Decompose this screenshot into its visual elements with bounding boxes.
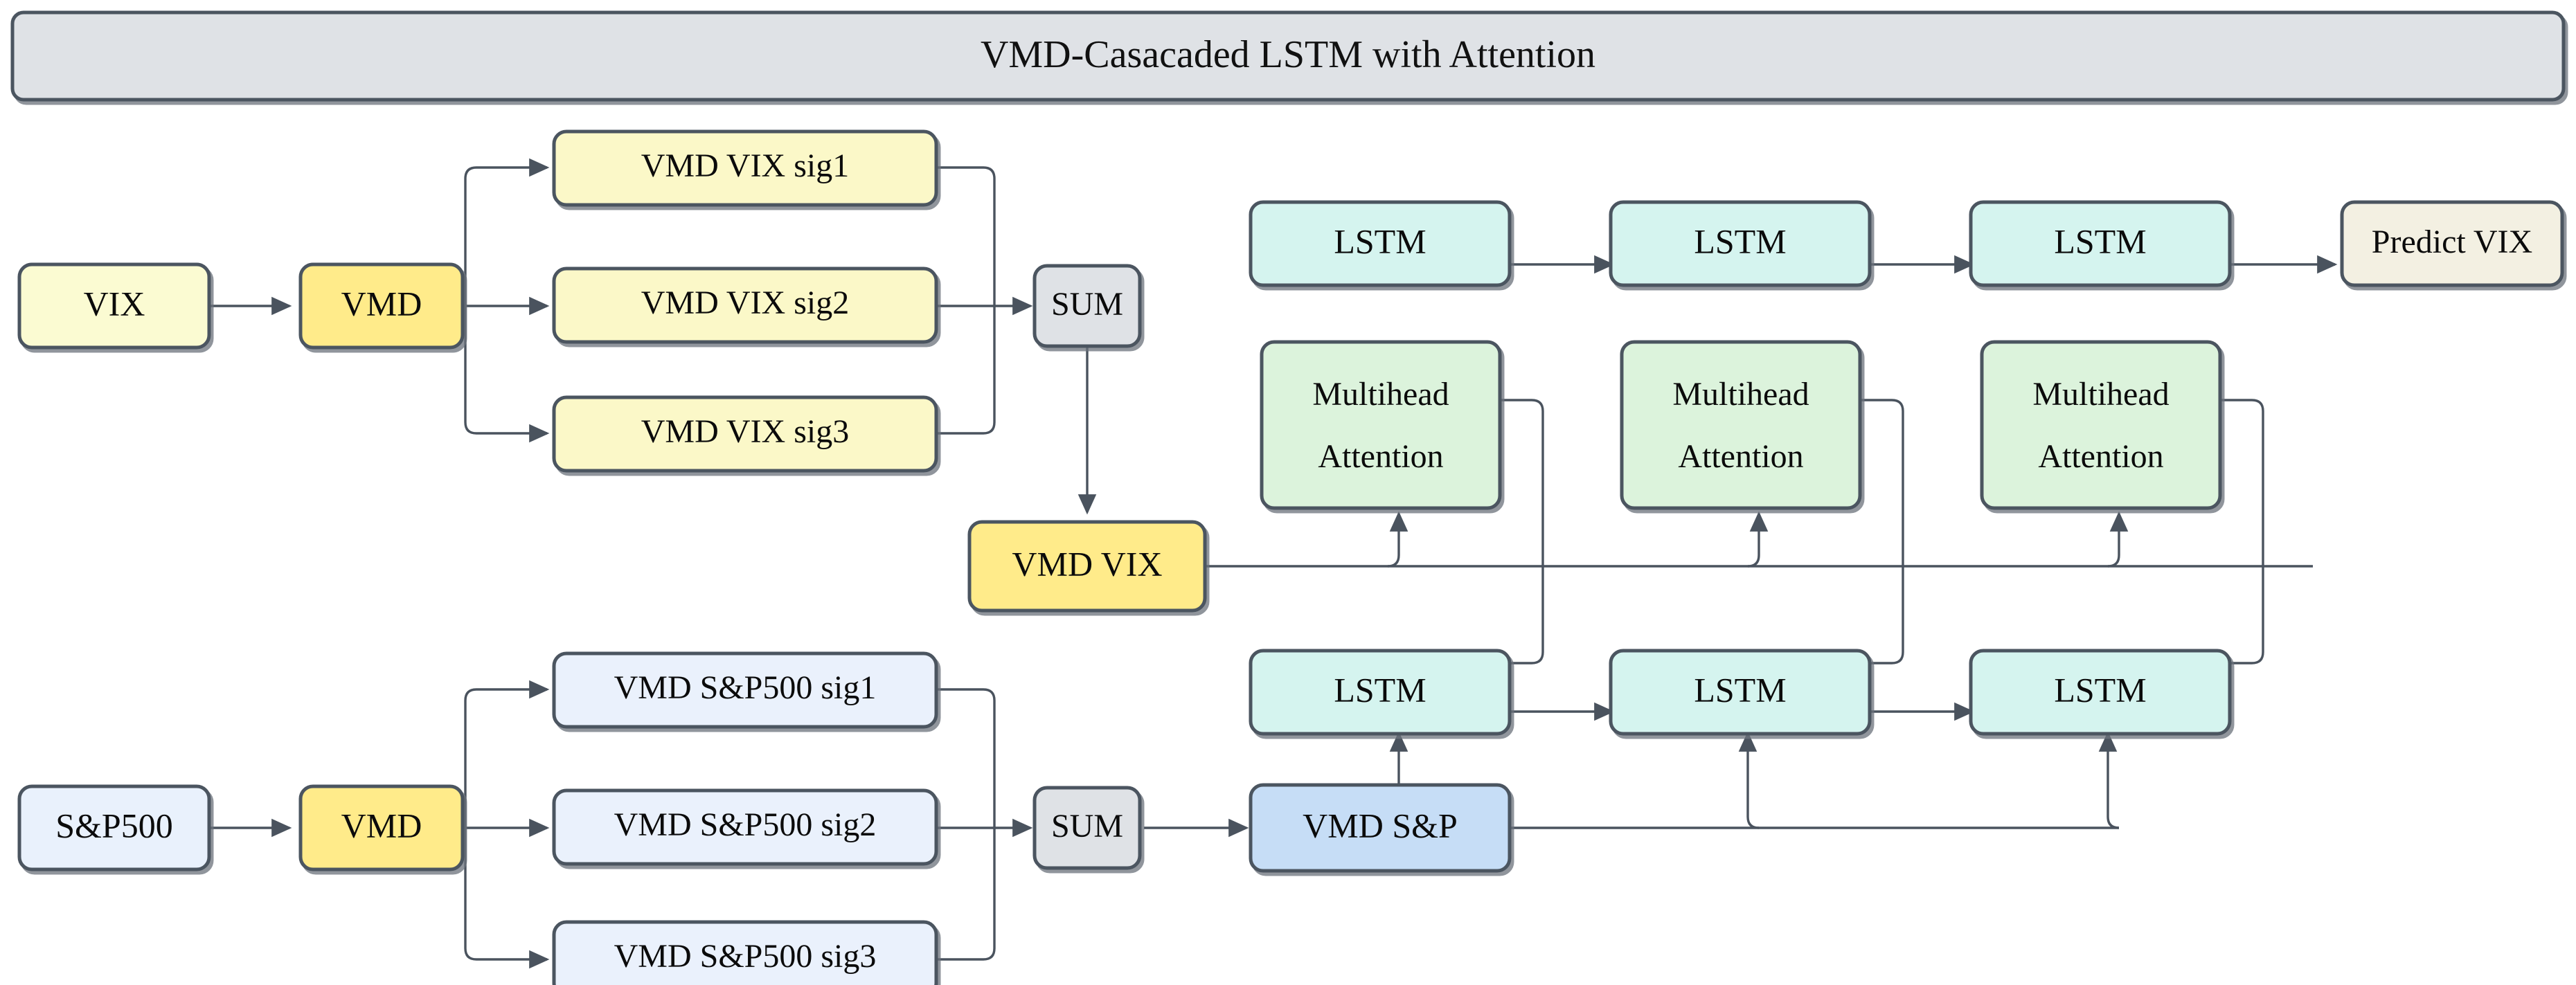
node-attention-2-label-line2: Attention bbox=[1678, 438, 1803, 475]
title-banner-rect bbox=[10, 10, 2566, 102]
node-attention-1-rect[interactable] bbox=[1260, 340, 1502, 510]
node-predict-vix-label: Predict VIX bbox=[2372, 224, 2532, 260]
node-attention-1[interactable]: Multihead Attention bbox=[1260, 340, 1502, 510]
node-vmd-top-rect[interactable] bbox=[298, 262, 465, 350]
edge-bus-to-attention3 bbox=[2107, 511, 2129, 568]
edge-vmdbot-to-sig3 bbox=[464, 828, 550, 969]
node-vix-sig3-label: VMD VIX sig3 bbox=[641, 413, 849, 450]
node-sp-input[interactable]: S&P500 bbox=[17, 784, 211, 871]
node-attention-3-label-line2: Attention bbox=[2038, 438, 2163, 475]
edge-spsig1-to-sum bbox=[936, 688, 996, 828]
node-attention-3[interactable]: Multihead Attention bbox=[1980, 340, 2222, 510]
node-sp-sig1-label: VMD S&P500 sig1 bbox=[614, 669, 877, 706]
edge-sig3-to-sum bbox=[936, 306, 996, 435]
node-sp-sig3[interactable]: VMD S&P500 sig3 bbox=[552, 920, 938, 985]
node-attention-1-label-line2: Attention bbox=[1318, 438, 1443, 475]
node-vmd-sp-label: VMD S&P bbox=[1303, 806, 1458, 844]
node-vmd-top-label: VMD bbox=[341, 284, 422, 323]
node-vix-sig2-rect[interactable] bbox=[552, 266, 938, 344]
edge-bus-to-lstmb3 bbox=[2098, 731, 2120, 829]
node-vmd-bottom-label: VMD bbox=[341, 806, 422, 844]
node-lstm-bottom-3-label: LSTM bbox=[2054, 670, 2146, 709]
node-sp-sig2-label: VMD S&P500 sig2 bbox=[614, 806, 877, 843]
node-attention-1-label-line1: Multihead bbox=[1312, 376, 1449, 413]
node-vix-sig1[interactable]: VMD VIX sig1 bbox=[552, 129, 938, 207]
node-lstm-top-3-rect[interactable] bbox=[1969, 200, 2232, 287]
node-vmd-top[interactable]: VMD bbox=[298, 262, 465, 350]
node-sp-sig1[interactable]: VMD S&P500 sig1 bbox=[552, 651, 938, 729]
node-sum-bottom[interactable]: SUM bbox=[1032, 786, 1142, 870]
node-sum-bottom-rect[interactable] bbox=[1032, 786, 1142, 870]
node-sum-top[interactable]: SUM bbox=[1032, 264, 1142, 348]
node-lstm-top-1-label: LSTM bbox=[1334, 222, 1426, 260]
node-lstm-bottom-2[interactable]: LSTM bbox=[1609, 649, 1872, 736]
node-vix-sig2-label: VMD VIX sig2 bbox=[641, 284, 849, 321]
node-lstm-bottom-1-label: LSTM bbox=[1334, 670, 1426, 709]
edge-vmdbot-to-sig1 bbox=[464, 680, 550, 828]
node-lstm-top-1-rect[interactable] bbox=[1249, 200, 1512, 287]
node-attention-2-rect[interactable] bbox=[1620, 340, 1862, 510]
page-title: VMD-Casacaded LSTM with Attention bbox=[981, 33, 1595, 76]
node-attention-2-label-line1: Multihead bbox=[1672, 376, 1809, 413]
node-vix-sig2[interactable]: VMD VIX sig2 bbox=[552, 266, 938, 344]
node-vmd-vix[interactable]: VMD VIX bbox=[967, 520, 1207, 613]
node-vmd-vix-label: VMD VIX bbox=[1012, 544, 1162, 583]
node-attention-3-rect[interactable] bbox=[1980, 340, 2222, 510]
node-vix-input-rect[interactable] bbox=[17, 262, 211, 350]
node-predict-vix[interactable]: Predict VIX bbox=[2340, 200, 2564, 287]
node-lstm-top-3-label: LSTM bbox=[2054, 222, 2146, 260]
node-lstm-top-2[interactable]: LSTM bbox=[1609, 200, 1872, 287]
node-vix-sig1-rect[interactable] bbox=[552, 129, 938, 207]
node-sum-top-label: SUM bbox=[1051, 286, 1123, 323]
node-sp-input-rect[interactable] bbox=[17, 784, 211, 871]
edge-spsig3-to-sum bbox=[936, 828, 996, 961]
node-lstm-top-2-rect[interactable] bbox=[1609, 200, 1872, 287]
node-sp-sig2[interactable]: VMD S&P500 sig2 bbox=[552, 788, 938, 866]
node-attention-2[interactable]: Multihead Attention bbox=[1620, 340, 1862, 510]
node-sp-sig2-rect[interactable] bbox=[552, 788, 938, 866]
node-vmd-bottom[interactable]: VMD bbox=[298, 784, 465, 871]
edge-vmdtop-to-sig3 bbox=[464, 306, 550, 443]
node-vix-sig3-rect[interactable] bbox=[552, 395, 938, 473]
node-vix-input-label: VIX bbox=[84, 284, 145, 323]
node-lstm-top-2-label: LSTM bbox=[1694, 222, 1786, 260]
edge-layer bbox=[209, 158, 2338, 969]
node-lstm-top-1[interactable]: LSTM bbox=[1249, 200, 1512, 287]
node-sp-sig3-label: VMD S&P500 sig3 bbox=[614, 938, 877, 975]
node-lstm-bottom-2-rect[interactable] bbox=[1609, 649, 1872, 736]
node-sp-input-label: S&P500 bbox=[55, 806, 173, 844]
node-vmd-vix-rect[interactable] bbox=[967, 520, 1207, 613]
title-banner: VMD-Casacaded LSTM with Attention bbox=[10, 10, 2566, 102]
node-lstm-top-3[interactable]: LSTM bbox=[1969, 200, 2232, 287]
edge-vmdtop-to-sig1 bbox=[464, 158, 550, 306]
node-lstm-bottom-2-label: LSTM bbox=[1694, 670, 1786, 709]
edge-bus-to-attention1 bbox=[1387, 511, 1408, 568]
node-vix-sig3[interactable]: VMD VIX sig3 bbox=[552, 395, 938, 473]
edge-sig1-to-sum bbox=[936, 166, 996, 306]
node-attention-3-label-line1: Multihead bbox=[2032, 376, 2169, 413]
node-vmd-bottom-rect[interactable] bbox=[298, 784, 465, 871]
node-sp-sig3-rect[interactable] bbox=[552, 920, 938, 985]
edge-bus-to-lstmb2 bbox=[1738, 731, 1760, 829]
node-vix-sig1-label: VMD VIX sig1 bbox=[641, 147, 849, 184]
node-lstm-bottom-3-rect[interactable] bbox=[1969, 649, 2232, 736]
node-predict-vix-rect[interactable] bbox=[2340, 200, 2564, 287]
node-lstm-bottom-3[interactable]: LSTM bbox=[1969, 649, 2232, 736]
node-sum-bottom-label: SUM bbox=[1051, 808, 1123, 844]
node-vmd-sp-rect[interactable] bbox=[1249, 783, 1512, 873]
node-lstm-bottom-1-rect[interactable] bbox=[1249, 649, 1512, 736]
node-vix-input[interactable]: VIX bbox=[17, 262, 211, 350]
node-sp-sig1-rect[interactable] bbox=[552, 651, 938, 729]
node-sum-top-rect[interactable] bbox=[1032, 264, 1142, 348]
node-lstm-bottom-1[interactable]: LSTM bbox=[1249, 649, 1512, 736]
node-vmd-sp[interactable]: VMD S&P bbox=[1249, 783, 1512, 873]
edge-bus-to-attention2 bbox=[1747, 511, 1769, 568]
